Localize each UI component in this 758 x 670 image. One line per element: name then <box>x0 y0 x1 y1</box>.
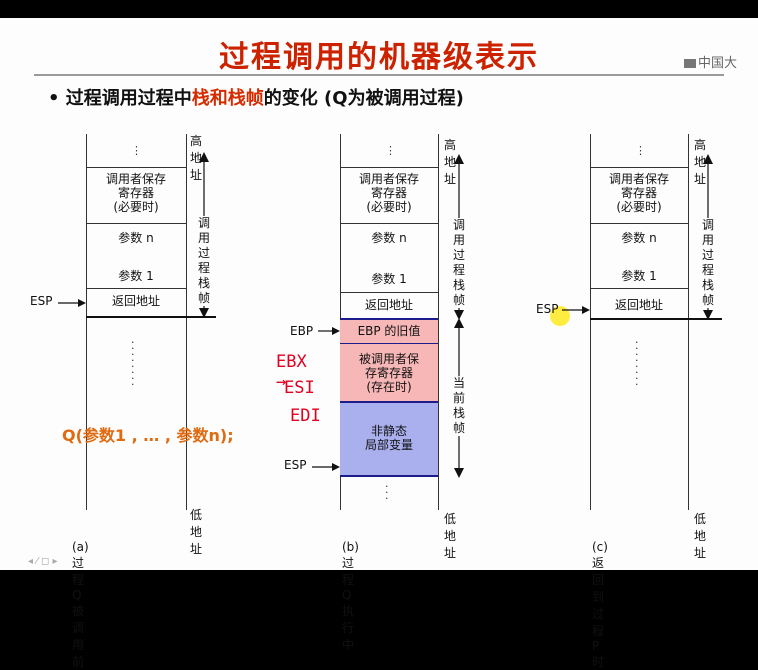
dots-top: ⋮ <box>385 144 396 157</box>
low-addr-label: 低地址 <box>694 512 707 560</box>
param-n-cell: 参数 n <box>621 231 657 245</box>
frame-label: 调用 过程 栈帧 <box>698 218 718 308</box>
saved-regs-cell: 调用者保存 寄存器 (必要时) <box>105 172 166 214</box>
return-addr-cell: 返回地址 <box>614 298 663 312</box>
slide-nav-hint[interactable]: ◂ ⁄ ◻ ▸ <box>28 556 58 567</box>
pointer-highlight <box>550 306 570 326</box>
high-addr-label: 高地址 <box>694 138 707 186</box>
esp-label: ESP <box>536 302 559 316</box>
handwritten-edi: EDI <box>290 406 321 426</box>
high-addr-label: 高地址 <box>444 138 457 186</box>
esp-arrow-icon <box>562 306 590 314</box>
ebp-arrow-icon <box>318 327 340 335</box>
nonstatic-locals-text: 非静态 局部变量 <box>364 424 413 452</box>
ebp-old-text: EBP 的旧值 <box>357 324 421 338</box>
slide: 过程调用的机器级表示 中国大 • 过程调用过程中栈和栈帧的变化 (Q为被调用过程… <box>0 18 758 669</box>
esp-arrow-icon <box>312 463 340 471</box>
logo-text: 中国大 <box>698 56 738 71</box>
current-frame-label: 当前 栈帧 <box>449 376 469 436</box>
frame-label: 调用 过程 栈帧 <box>449 218 469 308</box>
saved-regs-cell: 调用者保存 寄存器 (必要时) <box>608 172 669 214</box>
dots-top: ⋮ <box>131 144 142 157</box>
return-addr-cell: 返回地址 <box>111 294 160 308</box>
dots-bottom: ··· <box>385 480 389 505</box>
low-addr-label: 低地址 <box>444 512 457 560</box>
param-1-cell: 参数 1 <box>371 272 407 286</box>
caption-c: (c) 返回到过程 P 时 <box>592 540 608 669</box>
return-addr-cell: 返回地址 <box>364 298 413 312</box>
esp-arrow-icon <box>58 299 86 307</box>
bullet-suffix: 的变化 (Q为被调用过程) <box>263 88 464 109</box>
ebp-old-cell <box>340 318 438 344</box>
param-1-cell: 参数 1 <box>118 269 154 283</box>
bullet-highlight: 栈和栈帧 <box>191 88 264 109</box>
bullet-prefix: • 过程调用过程中 <box>48 88 192 109</box>
callee-saved-cell <box>340 344 438 403</box>
ebp-label: EBP <box>290 324 314 338</box>
callee-saved-text: 被调用者保 存寄存器 (存在时) <box>358 352 419 394</box>
mooc-logo: 中国大 <box>684 52 737 71</box>
esp-label: ESP <box>284 458 307 472</box>
caption-a: (a) 过程 Q 被调用前 <box>72 540 89 669</box>
dots-bottom: ········ <box>635 336 639 391</box>
esp-label: ESP <box>30 294 53 308</box>
frame-label: 调用 过程 栈帧 <box>194 216 214 306</box>
high-addr-label: 高地址 <box>190 134 203 182</box>
handwritten-ebx: EBX → <box>276 352 307 392</box>
dots-bottom: ········ <box>131 336 135 391</box>
param-1-cell: 参数 1 <box>621 269 657 283</box>
param-n-cell: 参数 n <box>118 231 154 245</box>
title-divider <box>34 74 724 76</box>
param-n-cell: 参数 n <box>371 231 407 245</box>
slide-title: 过程调用的机器级表示 <box>219 40 539 75</box>
bullet-text: • 过程调用过程中栈和栈帧的变化 (Q为被调用过程) <box>48 84 464 110</box>
logo-icon <box>684 59 696 68</box>
handwritten-esi: ESI <box>284 378 315 398</box>
saved-regs-cell: 调用者保存 寄存器 (必要时) <box>358 172 419 214</box>
caption-b: (b) 过程 Q 执行中 <box>342 540 359 652</box>
call-expression: Q(参数1 , … , 参数n); <box>62 426 234 445</box>
nonstatic-locals-cell <box>340 403 438 477</box>
dots-top: ⋮ <box>635 144 646 157</box>
low-addr-label: 低地址 <box>190 508 203 556</box>
